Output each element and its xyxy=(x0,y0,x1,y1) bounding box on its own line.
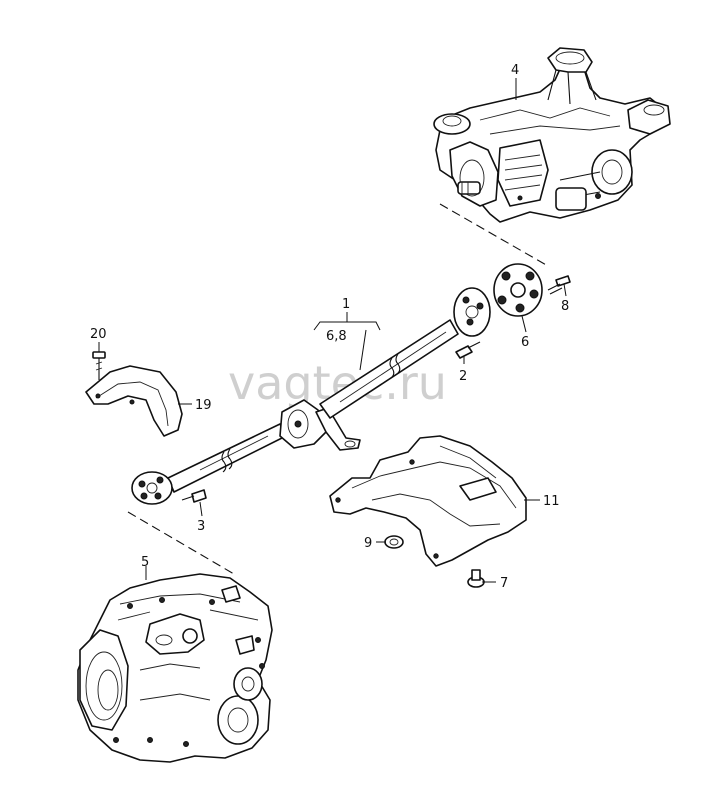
propshaft xyxy=(131,287,491,505)
callout-1: 1 xyxy=(342,297,350,312)
bolt-20 xyxy=(92,351,106,380)
nut-9 xyxy=(384,535,404,549)
bolt-7 xyxy=(467,569,485,588)
connection-line-rear xyxy=(439,203,549,267)
callout-5: 5 xyxy=(141,555,149,570)
bolt-2 xyxy=(455,341,481,359)
bolt-8 xyxy=(547,275,571,295)
callout-9: 9 xyxy=(364,536,372,551)
callout-11: 11 xyxy=(543,494,560,509)
callout-4: 4 xyxy=(511,63,519,78)
flexible-disc-rear xyxy=(493,263,543,317)
heat-shield-19 xyxy=(85,365,183,437)
heat-shield-11 xyxy=(329,435,527,567)
callout-6: 6 xyxy=(521,335,529,350)
rear-final-drive xyxy=(433,47,671,223)
callout-20: 20 xyxy=(90,327,107,342)
callout-2: 2 xyxy=(459,369,467,384)
callout-6-8: 6,8 xyxy=(326,329,347,344)
callout-19: 19 xyxy=(195,398,212,413)
callout-8: 8 xyxy=(561,299,569,314)
leader-lines xyxy=(98,78,567,583)
bolt-3 xyxy=(181,489,207,503)
callout-3: 3 xyxy=(197,519,205,534)
callout-7: 7 xyxy=(500,576,508,591)
connection-line-front xyxy=(127,511,235,575)
gearbox-housing xyxy=(77,573,273,763)
